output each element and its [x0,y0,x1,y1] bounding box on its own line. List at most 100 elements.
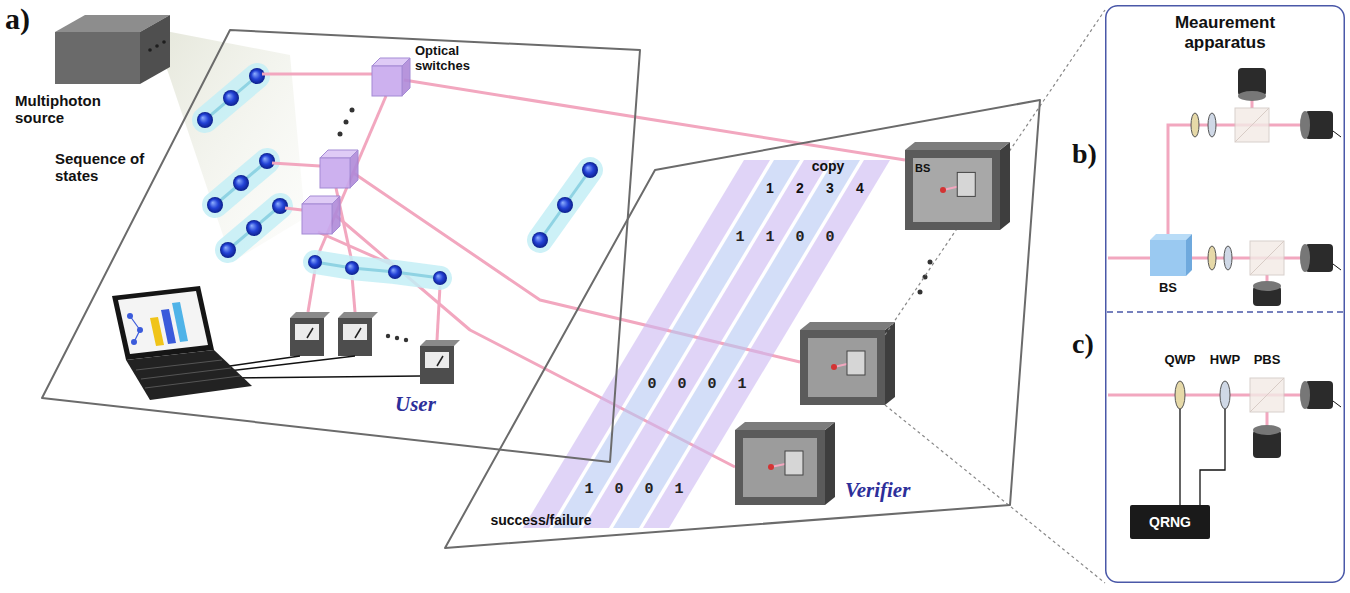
signal-wire [216,356,420,378]
ellipsis-dots-part [386,334,390,338]
outline-part [42,30,640,462]
component-label: QWP [1164,353,1195,368]
laptop-part [127,313,133,319]
panel-letter: b) [1072,138,1097,170]
component-label: HWP [1210,353,1240,368]
optics-c-part [1300,381,1341,409]
optics-b-part [1250,241,1284,275]
optical-switch-part [402,58,410,96]
outcome-bit: 0 [647,376,656,393]
optics-b-part [1300,244,1341,272]
photon-chain [197,68,265,128]
optics-b-part [1300,244,1310,272]
laser-beam-part [262,73,372,76]
optics-c-part [1333,401,1341,407]
optics-c-part [1200,409,1225,505]
copy-number: 2 [796,180,804,196]
ellipsis-dots-part [918,290,923,295]
detector-meter-part [295,324,319,340]
measurement-box-part [785,451,803,475]
laptop-part [112,286,214,360]
photon-chain-part [259,153,275,169]
measurement-box-part [831,364,837,370]
ellipsis-dots-part [395,336,399,340]
optics-b-part [1238,68,1266,101]
panel-letter: c) [1072,328,1094,360]
component-label: BS [1159,281,1177,296]
optics-b-part [1300,111,1310,139]
part-label: Sequence of states [55,150,150,185]
optical-switch [302,196,340,234]
photon-chain-part [582,162,598,178]
outcome-bit: 1 [674,481,683,498]
detector-meter-part [290,318,324,356]
column-label: success/failure [490,512,591,528]
outline-part [140,15,170,84]
outcome-bit: 0 [795,229,804,246]
beam-splitter-box: BS [905,150,1000,230]
measurement-box [800,322,895,405]
optical-switch [320,150,358,188]
outline-part [1107,311,1343,312]
optics-c-part [1250,378,1284,412]
photon-chain-part [215,161,267,205]
outline-part [905,142,1010,150]
ellipsis-dots [386,334,408,342]
detector-meter [420,340,460,384]
user-panel-outline [42,30,640,462]
photon-chain-part [197,112,213,128]
detector-meter-part [338,312,378,318]
zoom-guide-part [885,10,1105,335]
photon-chain [220,198,288,258]
optics-b-part [1333,264,1341,270]
outcome-bit: 1 [737,376,746,393]
source-block: Multiphoton source [10,12,180,137]
node-text: BS [915,162,930,175]
outline-part [1130,505,1210,539]
photon-chain-part [345,261,359,275]
zoom-guide-part [885,405,1105,583]
outcome-bit: 0 [614,481,623,498]
photon-chain-part [315,262,440,278]
laptop-part [141,368,231,379]
panel-letter: a) [5,2,30,37]
optical-switch-part [302,204,332,234]
optics-b-part [1250,241,1284,275]
node-text: User [395,392,436,416]
outcome-bit: 1 [765,229,774,246]
ellipsis-dots [338,108,355,137]
apparatus-panel-outline [1105,5,1345,583]
photon-chain-part [557,197,573,213]
detector-meter-part [355,328,361,338]
optics-b-part [1235,108,1269,142]
optics-c-part [1253,425,1281,435]
optics-b-part [1150,240,1186,276]
qrng-box: QRNG [1130,505,1210,539]
optics-b-part [1300,111,1341,139]
outcome-bit: 0 [677,376,686,393]
laser-beam-part [352,276,355,312]
photon-chain-part [207,197,223,213]
optics-b-part [1150,234,1192,240]
laser-beam-part [308,270,315,312]
outline-part [905,150,1000,230]
record-stripe [523,160,890,528]
optical-switch [372,58,410,96]
optical-switch-part [372,66,402,96]
part-label: Optical switches [415,44,515,74]
optics-c-part [1179,409,1180,505]
ellipsis-dots [918,260,933,295]
optical-switch-part [332,196,340,234]
light-cone [150,28,305,262]
laptop-part [131,339,137,345]
photon-chain [532,162,598,248]
photon-chain-part [272,198,288,214]
laser-beam-part [404,80,905,160]
detector-meter-part [420,340,460,346]
photon-chain-part [205,76,257,120]
outline-part [940,187,946,193]
optics-b-part [1253,281,1281,291]
laptop-part [145,376,240,388]
measurement-box [735,422,835,505]
